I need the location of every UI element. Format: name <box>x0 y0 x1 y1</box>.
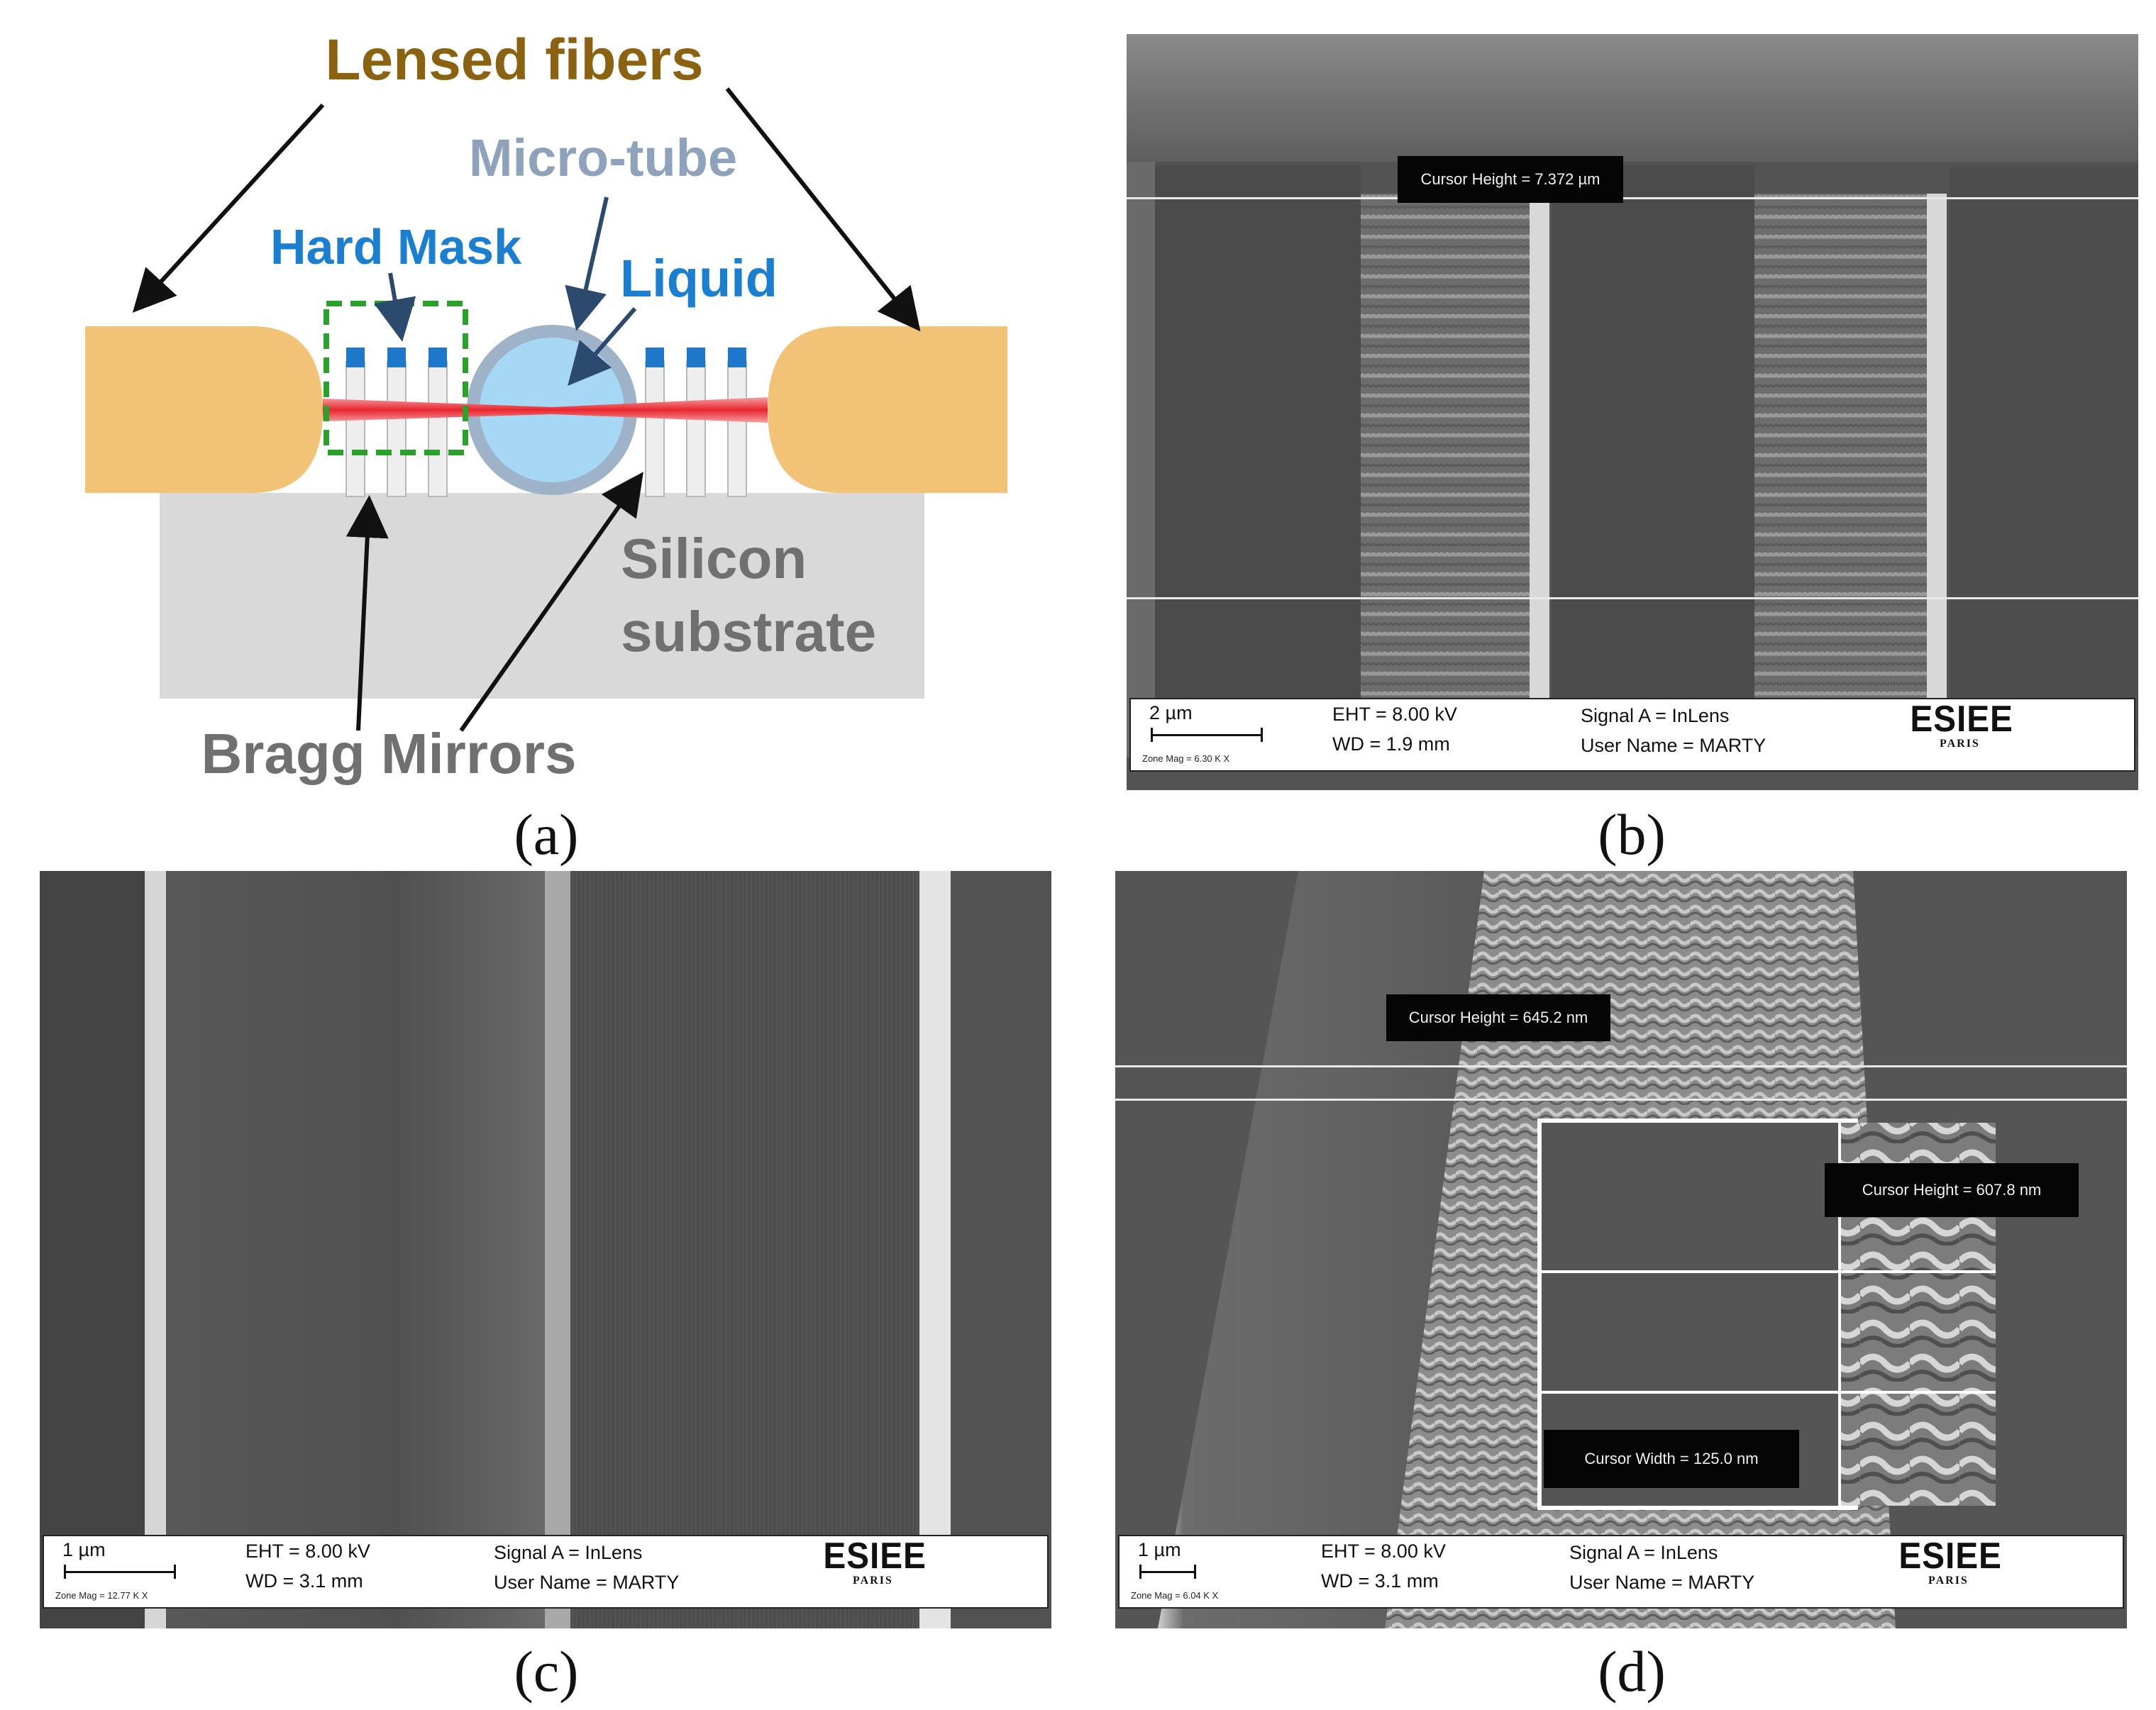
sem-b-texture <box>1127 34 2138 790</box>
panel-c-sem-image: 1 µm Zone Mag = 12.77 K X EHT = 8.00 kV … <box>40 871 1051 1628</box>
wd-value: WD = 3.1 mm <box>245 1570 363 1592</box>
wd-value: WD = 1.9 mm <box>1332 733 1450 755</box>
inset-cursor-height-label: Cursor Height = 607.8 nm <box>1825 1163 2079 1217</box>
wd-value: WD = 3.1 mm <box>1321 1570 1439 1592</box>
sem-d-slab <box>1158 871 1484 1628</box>
left-lensed-fiber <box>85 326 323 493</box>
right-lensed-fiber <box>768 326 1007 493</box>
sem-b-wall-1 <box>1361 194 1545 761</box>
sem-d-texture <box>1115 871 2127 1628</box>
label-silicon: Silicon <box>621 527 807 590</box>
scale-label: 1 µm <box>1138 1539 1181 1560</box>
arrow-bragg-left <box>345 495 389 731</box>
esiee-logo-paris: PARIS <box>853 1575 893 1587</box>
cursor-line-top <box>1115 1065 2127 1067</box>
panel-d-sem-image: Cursor Height = 645.2 nm Cursor Height =… <box>1115 871 2127 1628</box>
sem-c-trench <box>166 871 549 1628</box>
caption-b: (b) <box>1598 802 1666 867</box>
cursor-line-top <box>1127 197 2138 199</box>
sem-c-edge-middle <box>545 871 570 1628</box>
user-name: User Name = MARTY <box>494 1572 680 1593</box>
cursor-height-label: Cursor Height = 645.2 nm <box>1386 994 1610 1041</box>
left-hard-mask-blocks <box>346 348 447 367</box>
zone-mag: Zone Mag = 12.77 K X <box>55 1590 148 1601</box>
right-bragg-mirror <box>645 361 747 497</box>
sem-c-databar: 1 µm Zone Mag = 12.77 K X EHT = 8.00 kV … <box>43 1535 1049 1609</box>
arrow-lensed-right <box>725 87 921 332</box>
esiee-logo-paris: PARIS <box>1940 738 1980 750</box>
user-name: User Name = MARTY <box>1569 1572 1755 1593</box>
caption-c: (c) <box>514 1639 579 1704</box>
arrow-lensed-left <box>132 103 325 313</box>
label-hard-mask: Hard Mask <box>270 219 521 274</box>
sem-c-ridge <box>570 871 946 1628</box>
cursor-line-bottom <box>1115 1099 2127 1101</box>
sem-b-top-surface <box>1127 34 2138 162</box>
sem-c-edge-right <box>919 871 951 1628</box>
arrow-liquid <box>568 307 637 387</box>
inset-cursor-width-label: Cursor Width = 125.0 nm <box>1544 1430 1799 1488</box>
caption-a: (a) <box>514 802 579 867</box>
eht-value: EHT = 8.00 kV <box>245 1540 370 1562</box>
sem-b-trench-1 <box>1155 165 1361 747</box>
sem-c-edge-left <box>145 871 166 1628</box>
sem-b-trench-2 <box>1552 165 1754 747</box>
label-substrate: substrate <box>621 600 876 663</box>
sem-b-databar: 2 µm Zone Mag = 6.30 K X EHT = 8.00 kV W… <box>1129 698 2135 772</box>
schematic-drawing: Lensed fibers Micro-tube Hard Mask Liqui… <box>85 28 1007 785</box>
arrow-hard-mask <box>374 272 416 342</box>
eht-value: EHT = 8.00 kV <box>1332 704 1457 725</box>
cursor-height-label: Cursor Height = 7.372 µm <box>1398 156 1623 203</box>
panel-a-schematic: Lensed fibers Micro-tube Hard Mask Liqui… <box>0 0 1078 809</box>
laser-beam <box>323 397 768 423</box>
panel-b-sem-image: Cursor Height = 7.372 µm 2 µm Zone Mag =… <box>1127 34 2138 790</box>
label-micro-tube: Micro-tube <box>469 128 737 187</box>
arrow-micro-tube <box>565 196 609 331</box>
zone-mag: Zone Mag = 6.30 K X <box>1142 753 1230 764</box>
caption-d: (d) <box>1598 1639 1666 1704</box>
label-liquid: Liquid <box>620 249 778 308</box>
signal-value: Signal A = InLens <box>1569 1542 1718 1563</box>
label-bragg-mirrors: Bragg Mirrors <box>201 722 577 785</box>
signal-value: Signal A = InLens <box>494 1542 643 1563</box>
esiee-logo: ESIEE <box>1898 1536 2002 1577</box>
silicon-substrate <box>160 493 924 699</box>
scale-bar <box>1151 728 1263 742</box>
user-name: User Name = MARTY <box>1581 735 1767 756</box>
sem-b-wall-2 <box>1754 194 1939 761</box>
scale-label: 2 µm <box>1149 702 1193 723</box>
left-bragg-mirror <box>345 361 448 497</box>
scale-bar <box>64 1565 176 1579</box>
signal-value: Signal A = InLens <box>1581 705 1730 726</box>
right-hard-mask-blocks <box>646 348 746 367</box>
label-lensed-fibers: Lensed fibers <box>325 28 703 92</box>
scale-bar <box>1139 1565 1196 1579</box>
eht-value: EHT = 8.00 kV <box>1321 1540 1446 1562</box>
zone-mag: Zone Mag = 6.04 K X <box>1131 1590 1219 1601</box>
esiee-logo: ESIEE <box>823 1536 927 1577</box>
scale-label: 1 µm <box>62 1539 106 1560</box>
esiee-logo: ESIEE <box>1910 699 2013 740</box>
sem-d-databar: 1 µm Zone Mag = 6.04 K X EHT = 8.00 kV W… <box>1118 1535 2124 1609</box>
esiee-logo-paris: PARIS <box>1928 1575 1969 1587</box>
cursor-line-bottom <box>1127 597 2138 599</box>
sem-c-texture <box>40 871 1051 1628</box>
arrow-bragg-right <box>459 472 643 732</box>
